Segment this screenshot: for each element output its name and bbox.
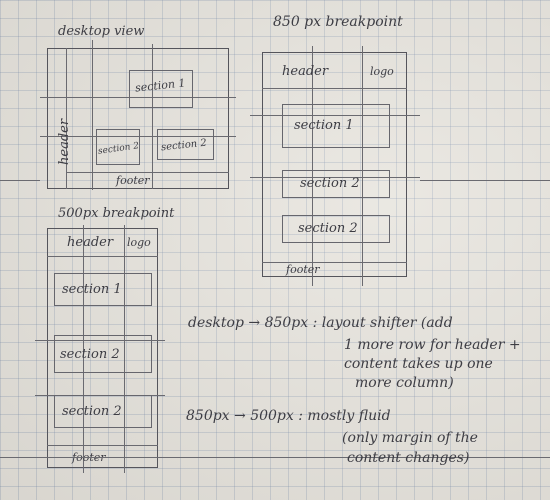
desktop-section2a-box — [96, 129, 140, 165]
note1-line3: content takes up one — [344, 356, 493, 372]
note2-line1: 850px → 500px : mostly fluid — [186, 408, 391, 424]
desktop-guide-v2 — [152, 44, 153, 189]
bp500-header-divider — [47, 256, 158, 257]
bp500-footer-divider — [47, 445, 158, 446]
bp850-section1-label: section 1 — [294, 118, 354, 133]
desktop-header-divider — [66, 48, 67, 189]
bp500-title: 500px breakpoint — [58, 206, 175, 221]
desktop-view-title: desktop view — [58, 24, 145, 39]
note2-line2: (only margin of the — [342, 430, 478, 446]
bp850-section2a-label: section 2 — [300, 176, 360, 191]
bp500-section2a-box — [54, 335, 152, 373]
note1-line2: 1 more row for header + — [344, 337, 521, 353]
bp850-section2a-box — [282, 170, 390, 198]
bp850-guide-v1 — [312, 46, 313, 286]
page-guide-right-1 — [420, 180, 550, 181]
desktop-guide-h1 — [40, 97, 236, 98]
bp850-guide-h2 — [250, 177, 420, 178]
page-guide-bottom — [0, 457, 550, 458]
note1-line1: desktop → 850px : layout shifter (add — [188, 315, 453, 331]
bp500-guide-v1 — [83, 225, 84, 473]
note2-line3: content changes) — [347, 450, 470, 466]
bp850-guide-h1 — [250, 115, 420, 116]
bp850-title: 850 px breakpoint — [273, 14, 403, 30]
desktop-guide-v1 — [92, 40, 93, 190]
desktop-footer-divider — [66, 172, 229, 173]
bp850-section1-box — [282, 104, 390, 148]
bp500-logo-label: logo — [127, 236, 151, 249]
bp500-section1-label: section 1 — [62, 282, 122, 297]
bp850-frame — [262, 52, 407, 277]
note1-line4: more column) — [355, 375, 454, 391]
page-guide-left-1 — [0, 180, 40, 181]
bp500-header-label: header — [67, 235, 114, 250]
bp850-section2b-box — [282, 215, 390, 243]
bp850-header-label: header — [282, 64, 329, 79]
bp850-header-divider — [262, 88, 407, 89]
desktop-header-label: header — [57, 118, 72, 165]
bp500-frame — [47, 228, 158, 468]
desktop-footer-label: footer — [116, 174, 150, 187]
bp500-guide-v2 — [124, 225, 125, 473]
bp850-guide-v2 — [362, 46, 363, 286]
bp500-section1-box — [54, 273, 152, 306]
bp850-logo-label: logo — [370, 65, 394, 78]
bp500-section2a-label: section 2 — [60, 347, 120, 362]
bp850-footer-label: footer — [286, 263, 320, 276]
bp850-section2b-label: section 2 — [298, 221, 358, 236]
desktop-guide-h2 — [40, 136, 236, 137]
desktop-frame — [47, 48, 229, 189]
bp500-guide-h1 — [35, 340, 165, 341]
desktop-section1-box — [129, 70, 193, 108]
bp500-section2b-label: section 2 — [62, 404, 122, 419]
bp850-footer-divider — [262, 262, 407, 263]
desktop-section2b-box — [157, 129, 214, 160]
bp500-section2b-box — [54, 395, 152, 428]
